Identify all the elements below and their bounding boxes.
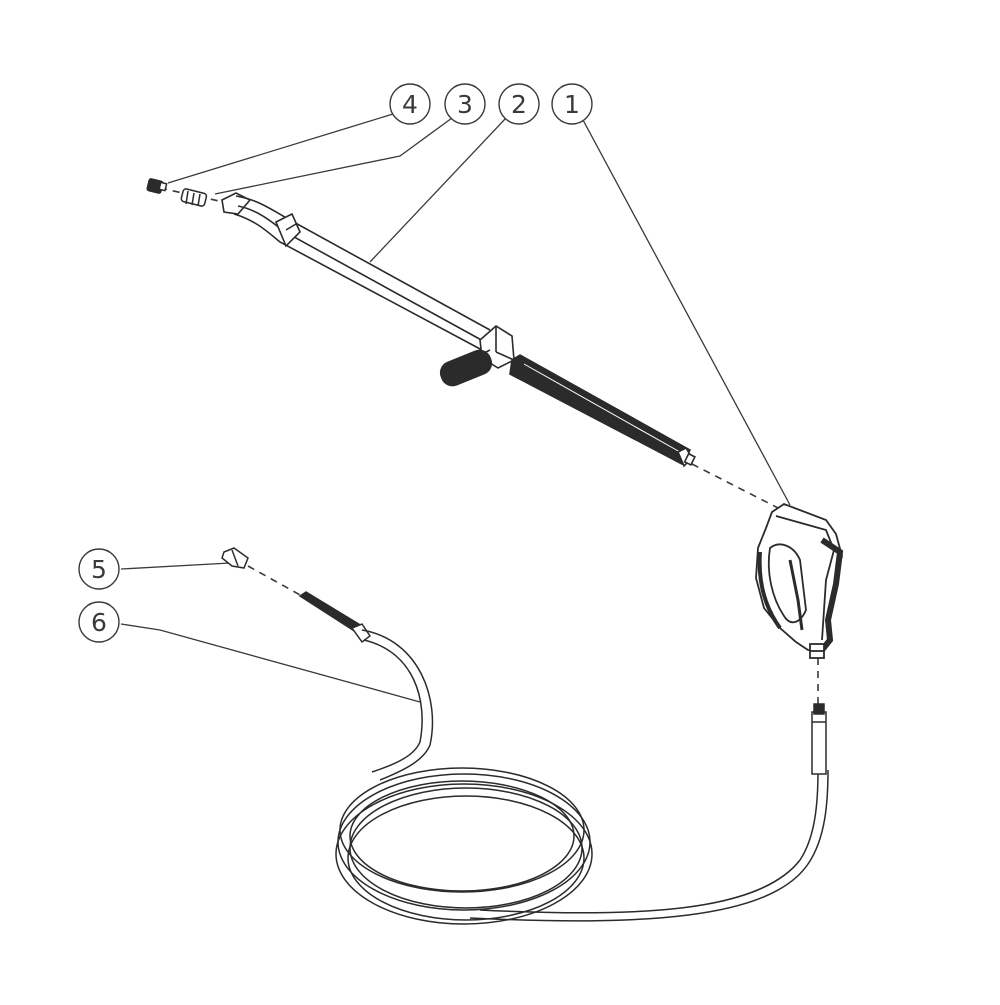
- axis-lance-gun: [691, 463, 783, 511]
- hose-part: [298, 591, 829, 925]
- quick-coupler-part: [180, 188, 208, 207]
- callout-3: 3: [444, 83, 486, 125]
- leader-lines: [120, 113, 791, 703]
- nozzle-tip-part: [146, 178, 168, 194]
- trigger-gun-part: [755, 502, 844, 659]
- callout-2: 2: [498, 83, 540, 125]
- callout-5: 5: [78, 548, 120, 590]
- callout-circle-5: [78, 548, 120, 590]
- callout-6: 6: [78, 601, 120, 643]
- callout-4: 4: [389, 83, 431, 125]
- hose-fitting-part: [221, 547, 249, 569]
- callout-circle-3: [444, 83, 486, 125]
- callout-label-1: 1: [564, 90, 580, 119]
- leader-line-5: [120, 562, 231, 570]
- axis-nozzle: [159, 187, 229, 204]
- leader-line-3: [214, 117, 453, 195]
- leader-line-2: [369, 117, 507, 263]
- callout-circle-1: [551, 83, 593, 125]
- callout-circle-2: [498, 83, 540, 125]
- axis-fitting-hose: [247, 565, 303, 597]
- callout-label-4: 4: [402, 90, 418, 119]
- callout-circle-4: [389, 83, 431, 125]
- callout-circle-6: [78, 601, 120, 643]
- lance-part: [221, 192, 696, 468]
- leader-line-4: [167, 113, 394, 184]
- leader-line-6: [120, 623, 421, 703]
- assembly-axes: [159, 187, 819, 706]
- callout-label-6: 6: [91, 608, 107, 637]
- callout-label-2: 2: [511, 90, 527, 119]
- callout-label-3: 3: [457, 90, 473, 119]
- callout-1: 1: [551, 83, 593, 125]
- callout-group: 1 2 3 4 5 6: [78, 83, 593, 643]
- callout-label-5: 5: [91, 555, 107, 584]
- leader-line-1: [582, 119, 791, 506]
